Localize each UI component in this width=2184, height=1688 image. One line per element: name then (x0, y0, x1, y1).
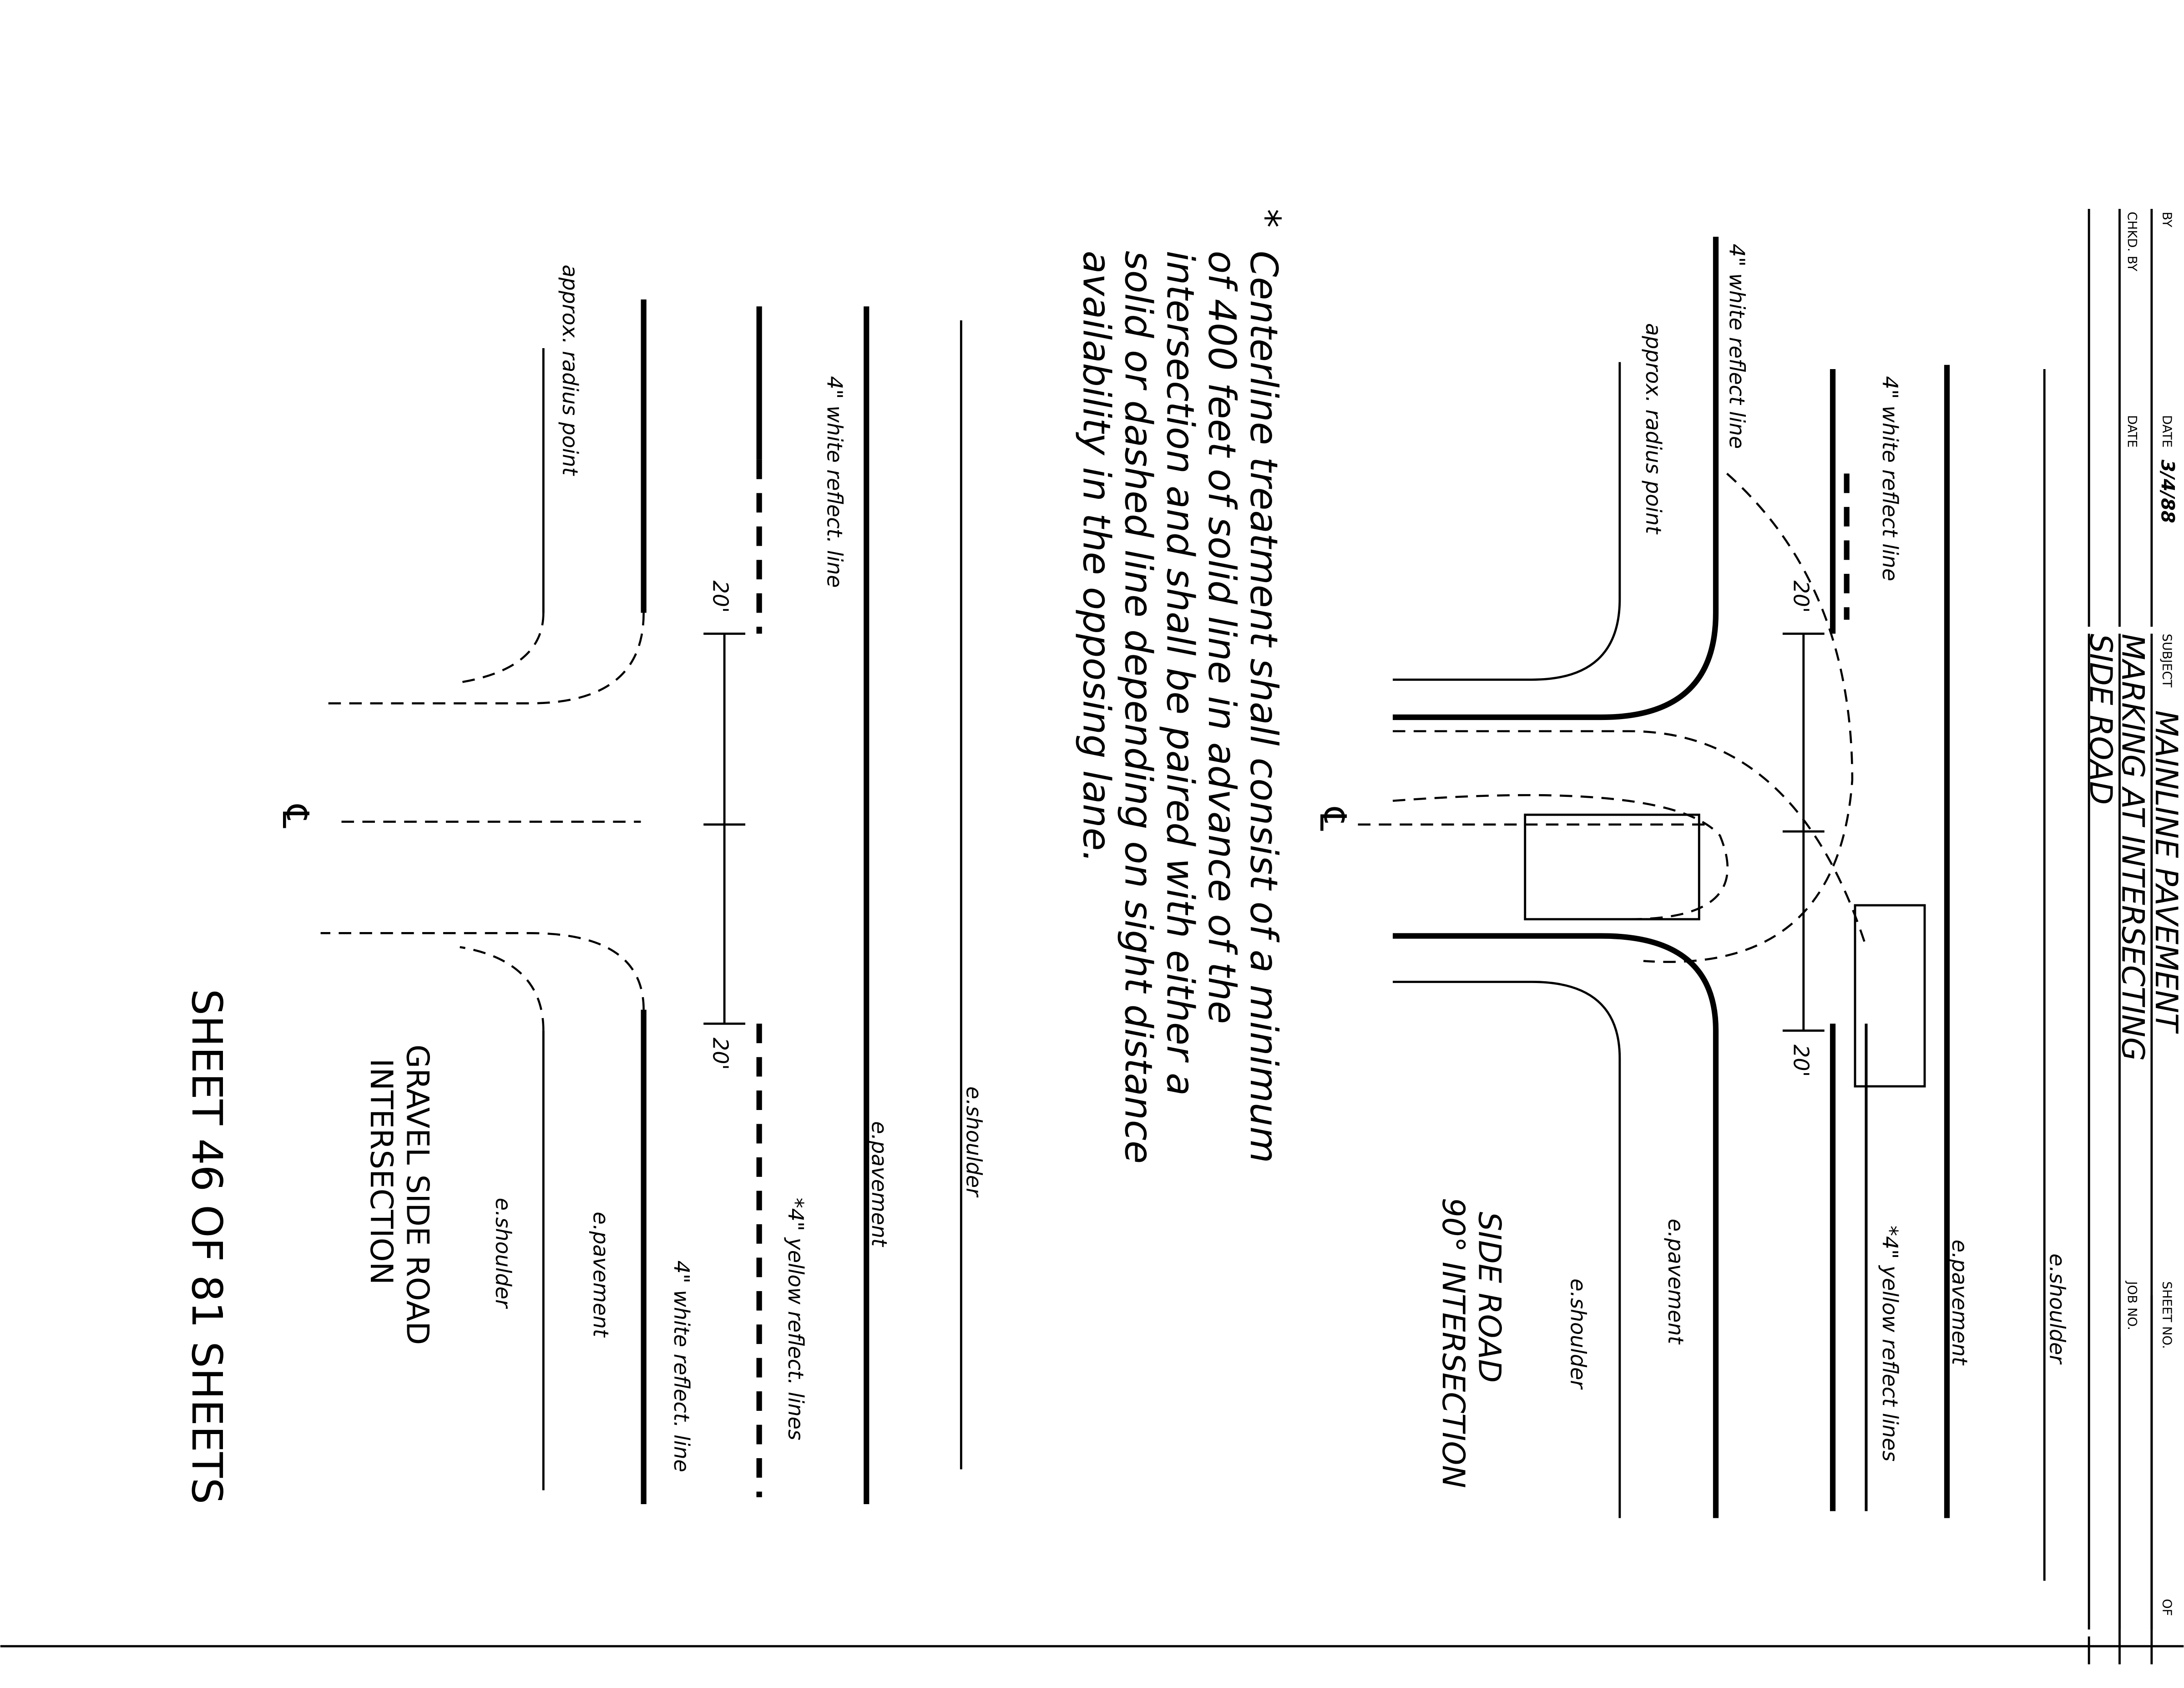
gravel-pavement-edge-lower (320, 932, 645, 1010)
pavement-label: e.pavement (1947, 1240, 1972, 1366)
dimension-label: 20' (1789, 1044, 1813, 1077)
note-line: intersection and shall be paired with ei… (1158, 251, 1202, 1096)
diagram-title-line-2: INTERSECTION (364, 1059, 399, 1285)
note-line: Centerline treatment shall consist of a … (1242, 251, 1285, 1163)
date-label: DATE (2159, 415, 2174, 448)
chkd-by-label: CHKD. BY (2125, 212, 2139, 271)
gravel-pavement-edge-upper (320, 613, 645, 705)
shoulder-label: e.shoulder (2045, 1253, 2069, 1365)
white-line-label: 4" white reflect. line (669, 1261, 694, 1472)
centerline-symbol: ℄ (274, 804, 317, 828)
sheet-number: SHEET 46 OF 81 SHEETS (182, 989, 231, 1504)
white-line-label: 4" white reflect. line (823, 376, 847, 588)
note-line: availability in the opposing lane. (1075, 251, 1118, 863)
job-no-label: JOB NO. (2125, 1280, 2139, 1330)
turning-path (1392, 794, 1729, 921)
diagram-title-line-1: SIDE ROAD (1472, 1212, 1507, 1383)
pavement-label: e.pavement (1663, 1219, 1688, 1345)
vehicle (1524, 813, 1700, 921)
radius-point-label: approx. radius point (1641, 323, 1666, 535)
yellow-lines-label: *4" yellow reflect. lines (784, 1198, 808, 1440)
note-line: solid or dashed line depending on sight … (1116, 251, 1160, 1164)
title-block: BY DATE 3/4/88 CHKD. BY DATE SUBJECT MAI… (2083, 209, 2184, 1664)
turning-path (1393, 730, 1867, 948)
gravel-shoulder-edge-upper (460, 613, 545, 684)
white-line-label: 4" white reflect line (1878, 376, 1902, 581)
shoulder-label: e.shoulder (1566, 1278, 1591, 1390)
note-asterisk: * (1244, 209, 1288, 228)
pavement-label: e.pavement (588, 1212, 613, 1338)
side-pavement-edge-upper (1393, 237, 1719, 720)
gravel-side-road-diagram: 20' 20' ℄ e.shoulder e.pavement 4" white… (274, 264, 986, 1505)
subject-line-3: SIDE ROAD (2083, 634, 2118, 805)
shoulder-label: e.shoulder (491, 1198, 516, 1309)
date2-label: DATE (2125, 415, 2139, 448)
note-line: of 400 feet of solid line in advance of … (1200, 251, 1244, 1024)
yellow-lines-label: *4" yellow reflect lines (1878, 1226, 1902, 1461)
side-pavement-edge-lower (1393, 933, 1719, 1518)
radius-point-label: approx. radius point (558, 264, 582, 476)
sheet-no-label: SHEET NO. (2159, 1281, 2174, 1348)
of-label: OF (2159, 1599, 2174, 1616)
pavement-label: e.pavement (867, 1121, 891, 1247)
diagram-title-line-1: GRAVEL SIDE ROAD (399, 1044, 435, 1345)
side-road-90-diagram: 20' 20' ℄ e.shoulder e.pavement 4" white… (1312, 237, 2069, 1581)
date-value: 3/4/88 (2157, 460, 2178, 523)
shoulder-label: e.shoulder (962, 1086, 986, 1198)
dimension-label: 20' (708, 1038, 733, 1070)
dimension-label: 20' (1789, 580, 1813, 613)
subject-line-2: MARKING AT INTERSECTING (2115, 634, 2151, 1061)
subject-label: SUBJECT (2159, 634, 2174, 687)
diagram-title-line-2: 90° INTERSECTION (1436, 1198, 1471, 1488)
turning-path (1643, 472, 1854, 963)
centerline-symbol: ℄ (1312, 807, 1354, 831)
side-shoulder-edge-lower (1393, 981, 1621, 1518)
subject-line-1: MAINLINE PAVEMENT (2149, 710, 2184, 1034)
by-label: BY (2159, 212, 2174, 227)
side-shoulder-edge-upper (1393, 362, 1621, 681)
vehicle (1854, 904, 1926, 1088)
gravel-shoulder-edge-lower (460, 946, 545, 1031)
centerline-note: * Centerline treatment shall consist of … (1075, 209, 1288, 1164)
dimension-label: 20' (708, 580, 733, 613)
white-line-label: 4" white reflect line (1725, 244, 1749, 449)
